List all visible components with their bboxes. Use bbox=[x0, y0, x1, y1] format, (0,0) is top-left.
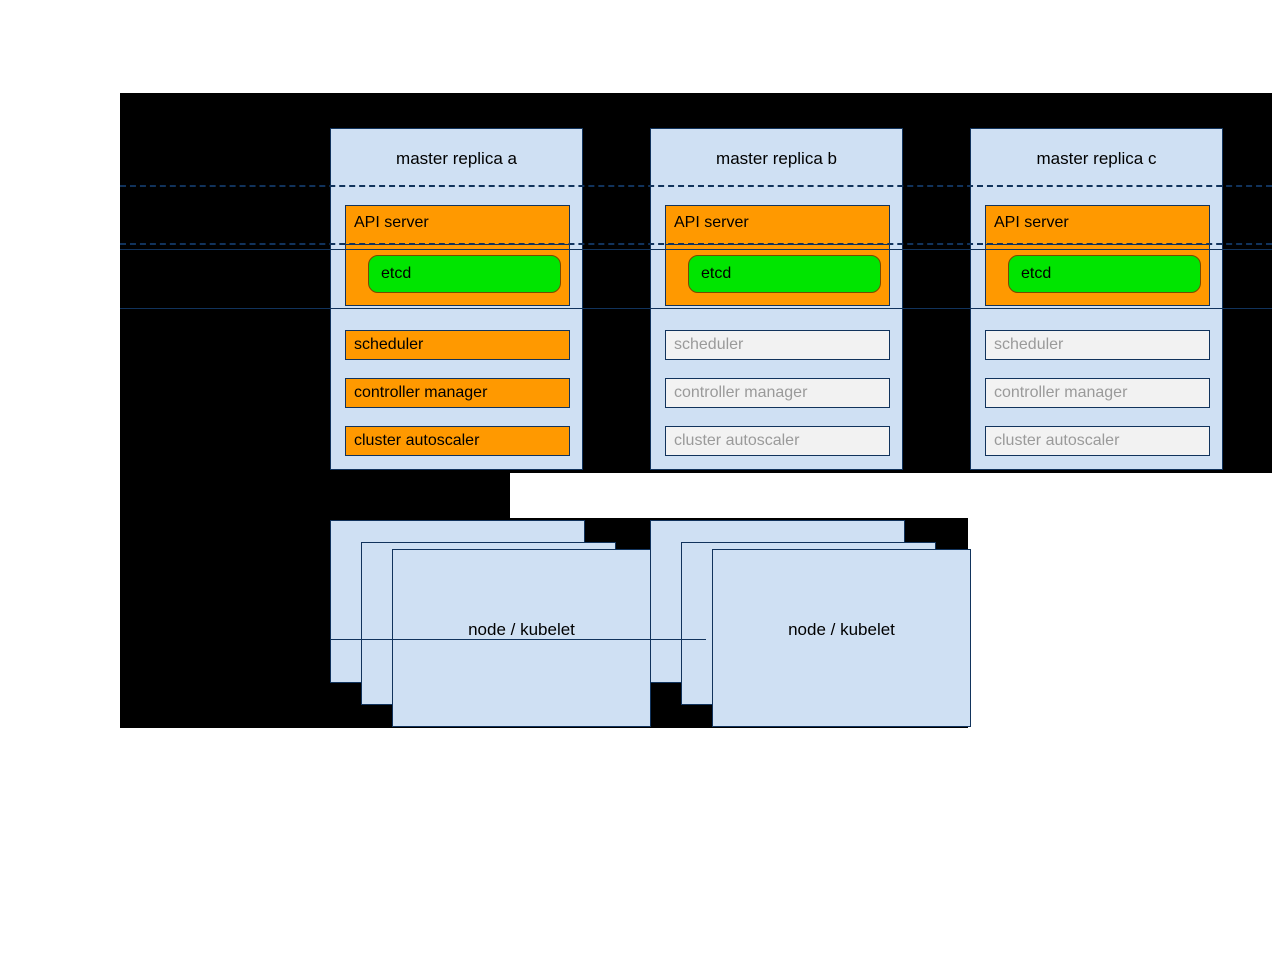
controller-manager-box-b[interactable]: controller manager bbox=[665, 378, 890, 408]
scheduler-box-a[interactable]: scheduler bbox=[345, 330, 570, 360]
separator-solid-lower bbox=[120, 308, 1272, 309]
node-kubelet-label-2: node / kubelet bbox=[788, 620, 895, 639]
scheduler-box-c[interactable]: scheduler bbox=[985, 330, 1210, 360]
master-replica-b-title: master replica b bbox=[716, 149, 837, 168]
node-kubelet-label-1: node / kubelet bbox=[468, 620, 575, 639]
etcd-box-b[interactable]: etcd bbox=[688, 255, 881, 293]
separator-solid-upper bbox=[120, 249, 1272, 250]
separator-dashed-bottom bbox=[120, 243, 1272, 245]
node-kubelet-card-2[interactable]: node / kubelet bbox=[712, 549, 971, 727]
etcd-box-c[interactable]: etcd bbox=[1008, 255, 1201, 293]
etcd-container-a: etcd bbox=[345, 244, 570, 306]
master-replica-c-panel[interactable]: master replica c API server etcd schedul… bbox=[970, 128, 1223, 470]
cluster-autoscaler-box-c[interactable]: cluster autoscaler bbox=[985, 426, 1210, 456]
master-replica-a-title: master replica a bbox=[396, 149, 517, 168]
separator-dashed-top bbox=[120, 185, 1272, 187]
separator-solid-nodes bbox=[330, 639, 706, 640]
node-kubelet-card-1[interactable]: node / kubelet bbox=[392, 549, 651, 727]
scheduler-box-b[interactable]: scheduler bbox=[665, 330, 890, 360]
controller-manager-box-c[interactable]: controller manager bbox=[985, 378, 1210, 408]
etcd-box-a[interactable]: etcd bbox=[368, 255, 561, 293]
etcd-container-c: etcd bbox=[985, 244, 1210, 306]
master-replica-c-title: master replica c bbox=[1036, 149, 1157, 168]
api-server-box-c[interactable]: API server bbox=[985, 205, 1210, 249]
master-replica-b-panel[interactable]: master replica b API server etcd schedul… bbox=[650, 128, 903, 470]
master-replica-a-panel[interactable]: master replica a API server etcd schedul… bbox=[330, 128, 583, 470]
etcd-container-b: etcd bbox=[665, 244, 890, 306]
cluster-autoscaler-box-a[interactable]: cluster autoscaler bbox=[345, 426, 570, 456]
controller-manager-box-a[interactable]: controller manager bbox=[345, 378, 570, 408]
cluster-autoscaler-box-b[interactable]: cluster autoscaler bbox=[665, 426, 890, 456]
api-server-box-b[interactable]: API server bbox=[665, 205, 890, 249]
